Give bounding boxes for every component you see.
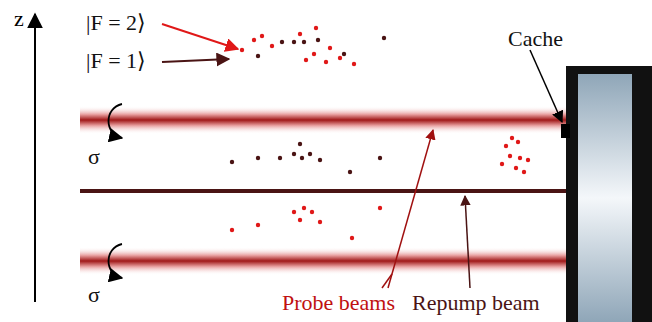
atom-dot: [324, 60, 328, 64]
atom-dot: [310, 210, 314, 214]
atom-dot: [292, 40, 296, 44]
atom-dot: [298, 142, 302, 146]
atom-dot: [260, 34, 264, 38]
atom-dot: [516, 140, 520, 144]
state-label: |F = 1⟩: [86, 50, 146, 72]
atom-dot: [318, 158, 322, 162]
repump-beam: [80, 189, 568, 193]
polarization-label: σ: [88, 284, 100, 306]
atom-dot: [256, 223, 260, 227]
cache-block: [561, 124, 570, 138]
polarization-arrow: [109, 244, 123, 278]
axis-label: z: [14, 8, 24, 30]
atom-dot: [298, 32, 302, 36]
atom-dot: [304, 58, 308, 62]
atom-dot: [300, 156, 304, 160]
part-label: Cache: [508, 28, 563, 50]
leader-line: [162, 59, 229, 62]
probe-beam: [80, 247, 568, 275]
atom-dot: [292, 210, 296, 214]
atom-dot: [312, 52, 316, 56]
leader-line: [530, 50, 562, 122]
atom-dot: [352, 62, 356, 66]
state-label: |F = 2⟩: [86, 12, 146, 34]
beam-label: Probe beams: [282, 292, 395, 314]
atom-dot: [378, 156, 382, 160]
atom-dots: [230, 26, 530, 240]
atom-dot: [308, 152, 312, 156]
atom-dot: [504, 144, 508, 148]
atom-dot: [280, 40, 284, 44]
atom-dot: [526, 158, 530, 162]
atom-dot: [510, 136, 514, 140]
atom-dot: [230, 160, 234, 164]
leader-line: [162, 24, 238, 49]
leader-line: [388, 130, 433, 288]
atom-dot: [252, 38, 256, 42]
atom-dot: [278, 156, 282, 160]
atom-dot: [382, 36, 386, 40]
atom-dot: [240, 48, 244, 52]
z-axis: [34, 14, 36, 302]
atom-dot: [316, 38, 320, 42]
atom-dot: [518, 156, 522, 160]
atom-dot: [508, 154, 512, 158]
atom-dot: [292, 152, 296, 156]
atom-dot: [318, 220, 322, 224]
atom-dot: [298, 218, 302, 222]
atom-dot: [522, 170, 526, 174]
mirror-surface: [578, 74, 632, 322]
leader-line: [465, 196, 470, 288]
atom-dot: [256, 54, 260, 58]
atom-dot: [314, 26, 318, 30]
atom-dot: [256, 156, 260, 160]
atom-dot: [302, 206, 306, 210]
polarization-arrow: [109, 104, 123, 138]
atom-dot: [338, 56, 342, 60]
probe-beam: [80, 106, 568, 134]
mirror-housing: [566, 66, 652, 322]
atom-dot: [328, 46, 332, 50]
atom-dot: [500, 162, 504, 166]
atom-dot: [342, 52, 346, 56]
polarization-label: σ: [88, 146, 100, 168]
atom-dot: [348, 170, 352, 174]
atom-dot: [230, 228, 234, 232]
beam-label: Repump beam: [412, 292, 540, 314]
atom-dot: [302, 40, 306, 44]
atom-dot: [514, 166, 518, 170]
atom-dot: [270, 44, 274, 48]
atom-dot: [378, 206, 382, 210]
atom-dot: [350, 236, 354, 240]
leader-line: [382, 274, 392, 288]
